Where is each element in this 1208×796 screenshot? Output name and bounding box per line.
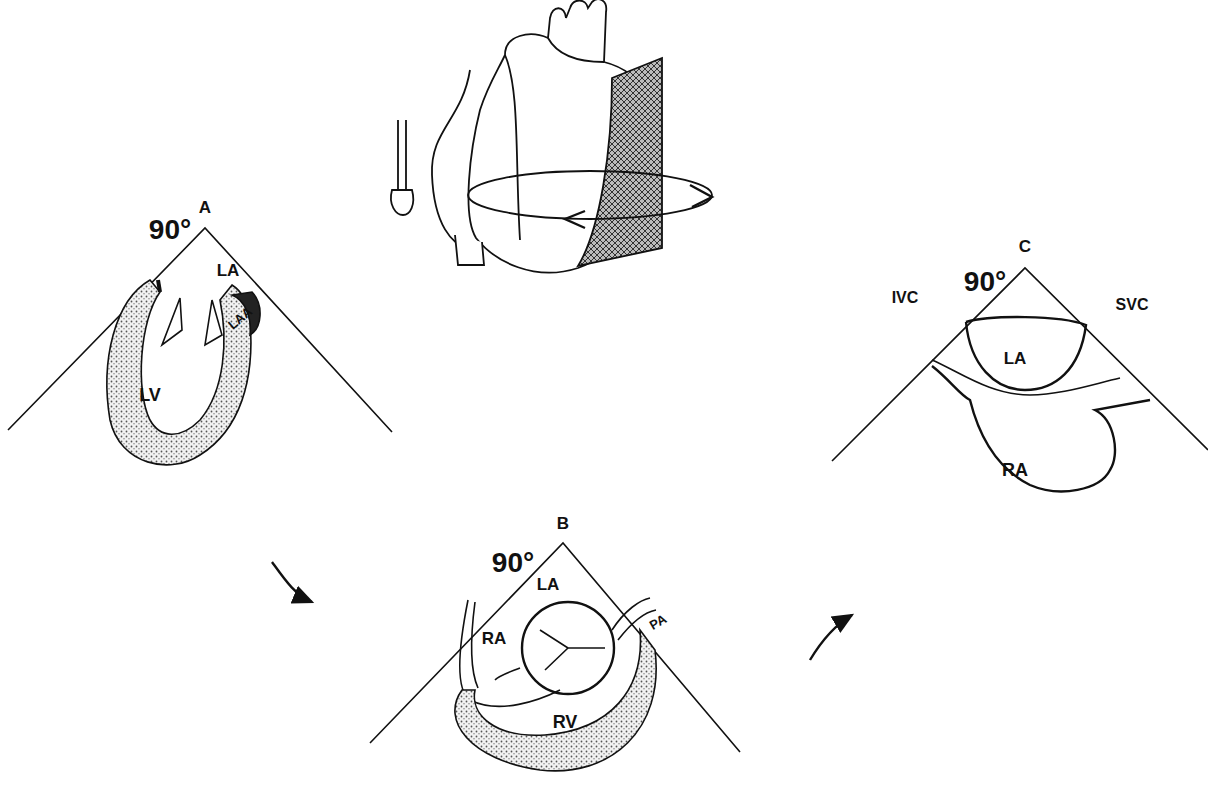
flow-arrow xyxy=(810,615,852,660)
angle-label: 90° xyxy=(492,549,534,577)
flow-arrow xyxy=(272,562,312,602)
chamber-label: LV xyxy=(139,386,161,404)
sector-b xyxy=(370,543,740,771)
chamber-label: LA xyxy=(217,262,240,279)
sector-c xyxy=(832,268,1208,491)
chamber-label: RA xyxy=(482,630,507,647)
panel-letter: C xyxy=(1019,238,1031,255)
angle-label: 90° xyxy=(149,216,191,244)
angle-label: 90° xyxy=(964,268,1006,296)
chamber-label: RA xyxy=(1002,461,1028,479)
sector-a xyxy=(8,228,392,465)
chamber-label: LA xyxy=(1004,350,1027,367)
heart-drawing xyxy=(391,0,712,273)
vessel-label: PA xyxy=(647,612,668,632)
chamber-label: RV xyxy=(553,713,578,731)
chamber-label: LA xyxy=(537,576,560,593)
panel-letter: B xyxy=(557,515,569,532)
vessel-label: IVC xyxy=(892,290,919,306)
panel-letter: A xyxy=(199,199,211,216)
vessel-label: SVC xyxy=(1116,297,1149,313)
